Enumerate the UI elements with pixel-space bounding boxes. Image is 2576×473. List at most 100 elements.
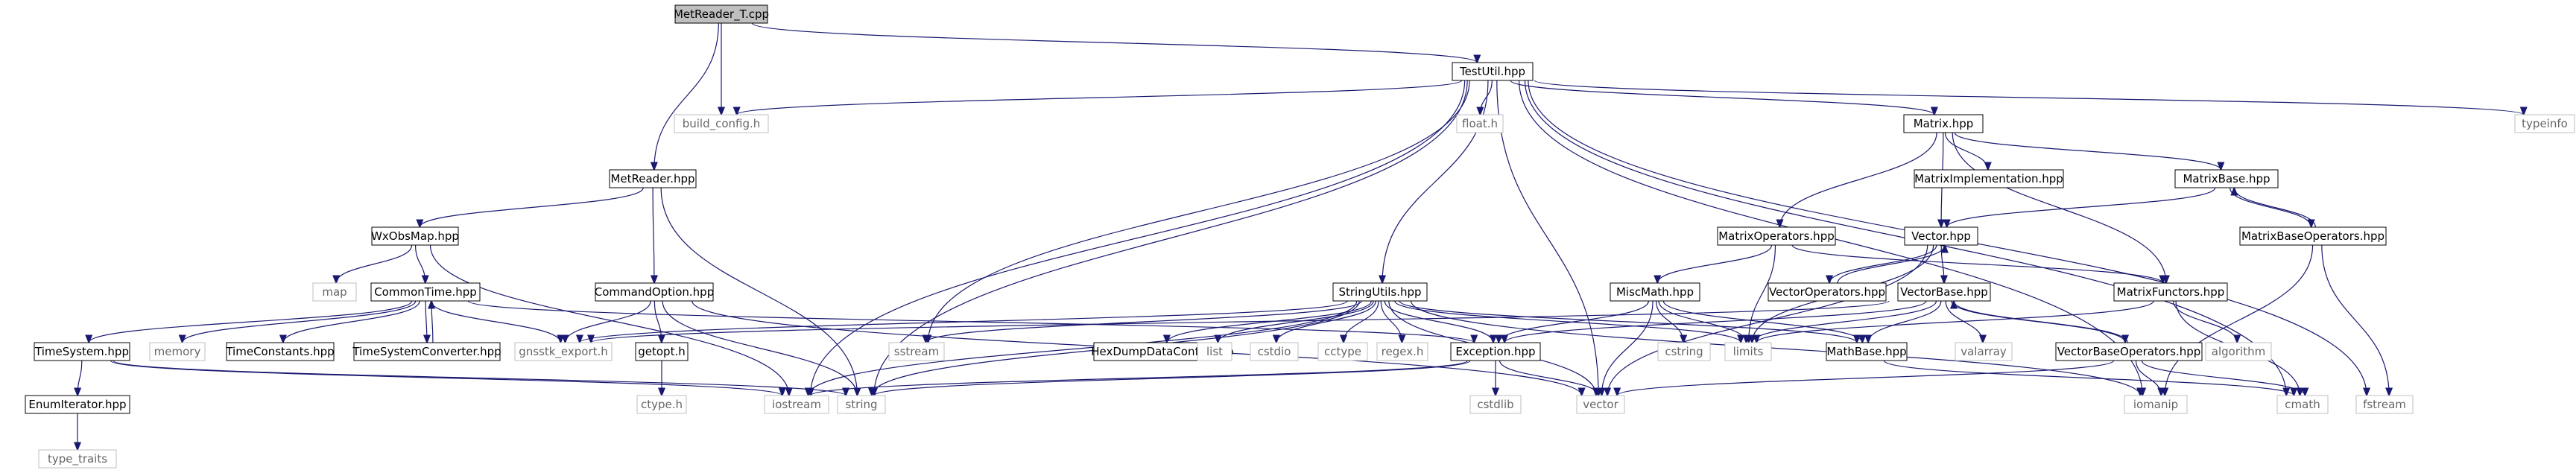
node-box-vector xyxy=(1576,395,1625,414)
node-label-timeconstants: TimeConstants.hpp xyxy=(225,345,334,358)
node-matbaseops[interactable]: MatrixBaseOperators.hpp xyxy=(2239,226,2387,246)
node-box-root xyxy=(674,4,768,24)
edge-vectorhpp-to-vecops xyxy=(1829,244,1937,283)
edge-vectorhpp-to-vector xyxy=(1607,244,1928,396)
node-box-metreader xyxy=(609,169,697,188)
node-box-matops xyxy=(1717,226,1836,246)
node-box-matbase xyxy=(2174,169,2279,188)
node-testutil[interactable]: TestUtil.hpp xyxy=(1452,62,1534,81)
node-label-string: string xyxy=(845,398,877,411)
node-strutils[interactable]: StringUtils.hpp xyxy=(1332,282,1428,302)
edge-cmdoption-to-string xyxy=(662,300,857,396)
node-label-cmdoption: CommandOption.hpp xyxy=(595,285,714,299)
edge-testutil-to-vector xyxy=(1496,80,1598,396)
node-box-testutil xyxy=(1452,62,1534,81)
node-box-matrix xyxy=(1903,114,1984,133)
node-commontime[interactable]: CommonTime.hpp xyxy=(370,282,481,302)
node-typeinfo: typeinfo xyxy=(2514,114,2575,133)
node-label-getopt: getopt.h xyxy=(638,345,686,358)
edge-exception-to-string xyxy=(874,360,1471,396)
node-box-limits xyxy=(1724,342,1772,361)
edge-miscmath-to-limits xyxy=(1658,300,1747,343)
node-box-string xyxy=(837,395,886,414)
edge-commontime-to-timesystem xyxy=(89,300,413,343)
edge-matrix-to-matbase xyxy=(1954,132,2221,170)
node-box-cstdlib xyxy=(1469,395,1522,414)
node-box-matbaseops xyxy=(2239,226,2387,246)
edge-metreader-to-wxobsmap xyxy=(420,187,644,227)
edge-cmdoption-to-gnsstk xyxy=(565,300,651,343)
node-sstream: sstream xyxy=(888,342,945,361)
edge-matbase-to-matbaseops xyxy=(2230,187,2311,227)
node-box-floath xyxy=(1456,114,1504,133)
edge-strutils-to-cstdio xyxy=(1276,300,1376,343)
edge-commontime-to-memory xyxy=(183,300,417,343)
node-matfunctors[interactable]: MatrixFunctors.hpp xyxy=(2113,282,2228,302)
edge-matfunctors-to-limits xyxy=(1756,300,2154,343)
node-timeconstants[interactable]: TimeConstants.hpp xyxy=(225,342,335,361)
node-timesystem[interactable]: TimeSystem.hpp xyxy=(34,342,130,361)
edge-timesystem-to-enumiter xyxy=(77,360,83,396)
node-box-timeconstants xyxy=(226,342,335,361)
edge-wxobsmap-to-map xyxy=(336,244,413,283)
node-list: list xyxy=(1197,342,1232,361)
node-label-vectorhpp: Vector.hpp xyxy=(1911,229,1971,243)
edge-testutil-to-buildconfig xyxy=(737,80,1463,115)
edge-testutil-to-iostream xyxy=(811,80,1466,396)
node-enumiter[interactable]: EnumIterator.hpp xyxy=(25,395,130,414)
node-matimpl[interactable]: MatrixImplementation.hpp xyxy=(1914,169,2064,188)
edge-exception-to-iostream xyxy=(811,360,1469,396)
node-vecops[interactable]: VectorOperators.hpp xyxy=(1768,282,1887,302)
edge-vecbaseops-to-vector xyxy=(1617,360,2115,396)
edge-matfunctors-to-algorithm xyxy=(2173,300,2238,343)
node-matrix[interactable]: Matrix.hpp xyxy=(1903,114,1984,133)
node-label-strutils: StringUtils.hpp xyxy=(1338,285,1421,299)
node-box-cstdio xyxy=(1250,342,1299,361)
node-cmdoption[interactable]: CommandOption.hpp xyxy=(595,282,714,302)
edge-strutils-to-list xyxy=(1218,300,1374,343)
node-label-matops: MatrixOperators.hpp xyxy=(1718,229,1835,243)
edge-exception-to-vector xyxy=(1499,360,1599,396)
node-ctypeh: ctype.h xyxy=(636,395,687,414)
node-vecbase[interactable]: VectorBase.hpp xyxy=(1897,282,1991,302)
node-gnsstk: gnsstk_export.h xyxy=(514,342,613,361)
edge-matbase-to-vectorhpp xyxy=(1947,187,2216,227)
node-label-mathbase: MathBase.hpp xyxy=(1826,345,1906,358)
node-box-vecbase xyxy=(1897,282,1991,302)
node-root[interactable]: MetReader_T.cpp xyxy=(674,4,769,24)
node-label-map: map xyxy=(322,285,346,299)
node-label-cmath: cmath xyxy=(2285,398,2320,411)
node-cstdio: cstdio xyxy=(1250,342,1299,361)
edge-root-to-metreader xyxy=(654,22,719,170)
node-box-exception xyxy=(1450,342,1541,361)
edge-matrix-to-matfunctors xyxy=(1952,132,2166,283)
node-exception[interactable]: Exception.hpp xyxy=(1450,342,1541,361)
node-vecbaseops[interactable]: VectorBaseOperators.hpp xyxy=(2055,342,2203,361)
node-metreader[interactable]: MetReader.hpp xyxy=(609,169,697,188)
edge-strutils-to-exception xyxy=(1384,300,1493,343)
edge-strutils-to-sstream xyxy=(925,300,1362,343)
node-box-matfunctors xyxy=(2113,282,2228,302)
node-tsconv[interactable]: TimeSystemConverter.hpp xyxy=(352,342,501,361)
node-label-vecbase: VectorBase.hpp xyxy=(1900,285,1988,299)
edge-tsconv-to-commontime xyxy=(431,301,433,343)
node-vectorhpp[interactable]: Vector.hpp xyxy=(1904,226,1978,246)
node-box-vecops xyxy=(1768,282,1887,302)
edge-commontime-to-tsconv xyxy=(425,300,427,343)
edge-strutils-to-cctype xyxy=(1344,300,1379,343)
node-mathbase[interactable]: MathBase.hpp xyxy=(1826,342,1908,361)
edge-matrix-to-matimpl xyxy=(1944,132,1987,170)
node-wxobsmap[interactable]: WxObsMap.hpp xyxy=(371,226,459,246)
node-getopt[interactable]: getopt.h xyxy=(635,342,689,361)
node-matbase[interactable]: MatrixBase.hpp xyxy=(2174,169,2279,188)
node-label-metreader: MetReader.hpp xyxy=(610,172,694,185)
edge-testutil-to-strutils xyxy=(1382,80,1489,283)
node-cctype: cctype xyxy=(1317,342,1368,361)
node-vector: vector xyxy=(1576,395,1625,414)
node-label-gnsstk: gnsstk_export.h xyxy=(519,345,608,359)
edge-strutils-to-hexdump xyxy=(1167,300,1372,343)
node-miscmath[interactable]: MiscMath.hpp xyxy=(1610,282,1700,302)
node-matops[interactable]: MatrixOperators.hpp xyxy=(1717,226,1836,246)
edge-strutils-to-iomanip xyxy=(1411,300,2141,396)
